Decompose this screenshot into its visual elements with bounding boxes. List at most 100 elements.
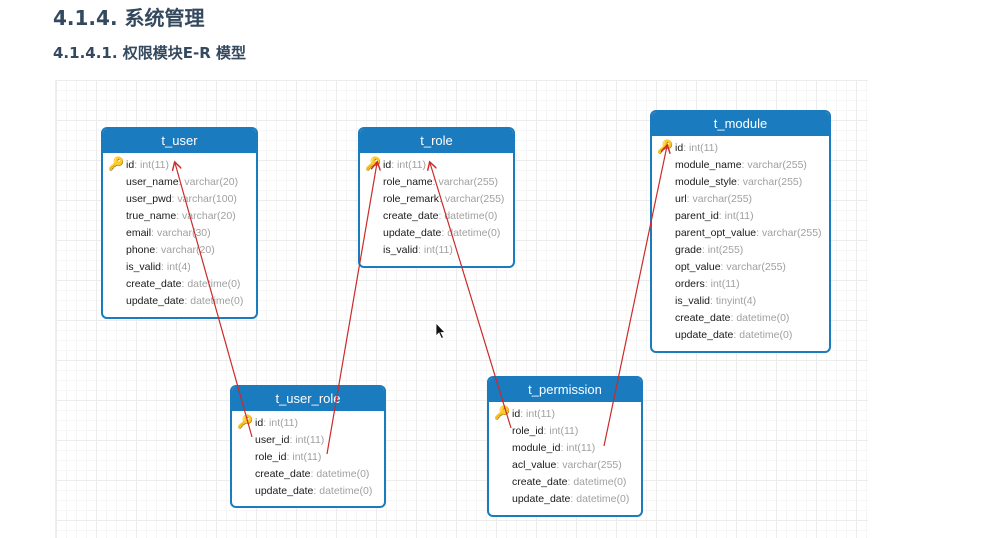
primary-key-icon: 🔑 <box>365 156 382 171</box>
entity-title: t_user <box>103 129 256 153</box>
primary-key-icon: 🔑 <box>237 414 254 429</box>
entity-field-role-name: role_name: varchar(255) <box>383 176 498 188</box>
field-name: true_name <box>126 210 177 222</box>
entity-field-user-id: user_id: int(11) <box>255 434 325 446</box>
field-name: create_date <box>126 278 182 290</box>
field-name: module_style <box>675 176 737 188</box>
field-type: varchar(255) <box>726 261 786 273</box>
field-type: int(11) <box>549 425 579 437</box>
field-name: is_valid <box>675 295 711 307</box>
field-type: varchar(255) <box>438 176 498 188</box>
field-name: update_date <box>383 227 442 239</box>
entity-field-is-valid: is_valid: tinyint(4) <box>675 295 757 307</box>
entity-title: t_user_role <box>232 387 384 411</box>
field-name: role_remark <box>383 193 440 205</box>
entity-field-role-id: role_id: int(11) <box>255 451 322 463</box>
entity-field-true-name: true_name: varchar(20) <box>126 210 236 222</box>
field-type: datetime(0) <box>444 210 498 222</box>
field-type: varchar(20) <box>161 244 215 256</box>
entity-field-role-remark: role_remark: varchar(255) <box>383 193 505 205</box>
entity-field-create-date: create_date: datetime(0) <box>512 476 627 488</box>
field-type: datetime(0) <box>736 312 790 324</box>
field-name: update_date <box>255 485 314 497</box>
section-heading: 4.1.4. 系统管理 <box>53 6 205 30</box>
field-type: int(11) <box>689 142 719 154</box>
entity-fields: 🔑id: int(11)role_id: int(11)module_id: i… <box>489 402 641 508</box>
field-type: varchar(20) <box>184 176 239 188</box>
entity-title: t_module <box>652 112 829 136</box>
entity-title: t_role <box>360 129 513 153</box>
field-name: parent_id <box>675 210 719 222</box>
field-name: create_date <box>383 210 439 222</box>
field-type: int(11) <box>295 434 325 446</box>
field-type: varchar(20) <box>182 210 236 222</box>
entity-field-is-valid: is_valid: int(11) <box>383 244 453 256</box>
entity-field-create-date: create_date: datetime(0) <box>383 210 498 222</box>
entity-field-update-date: update_date: datetime(0) <box>255 485 373 497</box>
field-type: int(11) <box>710 278 740 290</box>
field-name: role_id <box>512 425 544 437</box>
field-type: int(4) <box>166 261 191 273</box>
entity-field-module-id: module_id: int(11) <box>512 442 596 454</box>
entity-field-id: 🔑id: int(11) <box>108 156 170 172</box>
field-name: module_id <box>512 442 561 454</box>
entity-field-create-date: create_date: datetime(0) <box>126 278 241 290</box>
field-name: acl_value <box>512 459 557 471</box>
entity-field-id: 🔑id: int(11) <box>365 156 427 172</box>
field-type: tinyint(4) <box>715 295 757 307</box>
entity-field-is-valid: is_valid: int(4) <box>126 261 191 273</box>
entity-t-user-role: t_user_role 🔑id: int(11) user_id: int(11)… <box>230 385 386 508</box>
field-type: int(11) <box>526 408 556 420</box>
primary-key-icon: 🔑 <box>657 139 674 154</box>
field-type: varchar(255) <box>444 193 505 205</box>
entity-field-create-date: create_date: datetime(0) <box>255 468 370 480</box>
field-type: datetime(0) <box>739 329 793 341</box>
entity-field-module-style: module_style: varchar(255) <box>675 176 803 188</box>
field-name: is_valid <box>383 244 419 256</box>
entity-field-grade: grade: int(255) <box>675 244 744 256</box>
field-name: create_date <box>512 476 568 488</box>
field-name: orders <box>675 278 705 290</box>
field-type: datetime(0) <box>316 468 370 480</box>
field-name: phone <box>126 244 156 256</box>
entity-field-email: email: varchar(30) <box>126 227 211 239</box>
field-type: int(11) <box>566 442 596 454</box>
field-type: varchar(255) <box>747 159 807 171</box>
entity-title: t_permission <box>489 378 641 402</box>
entity-field-id: 🔑id: int(11) <box>237 414 299 430</box>
entity-t-module: t_module 🔑id: int(11) module_name: varcha… <box>650 110 831 353</box>
entity-field-update-date: update_date: datetime(0) <box>126 295 244 307</box>
field-name: update_date <box>512 493 571 505</box>
entity-field-create-date: create_date: datetime(0) <box>675 312 790 324</box>
field-type: varchar(255) <box>562 459 622 471</box>
field-name: opt_value <box>675 261 721 273</box>
field-name: id <box>383 159 392 171</box>
entity-field-user-name: user_name: varchar(20) <box>126 176 239 188</box>
entity-fields: 🔑id: int(11) user_id: int(11) role_id: int… <box>232 411 384 500</box>
field-name: parent_opt_value <box>675 227 757 239</box>
entity-field-opt-value: opt_value: varchar(255) <box>675 261 786 273</box>
field-type: int(11) <box>140 159 170 171</box>
entity-fields: 🔑id: int(11) role_name: varchar(255) role_… <box>360 153 513 259</box>
entity-fields: 🔑id: int(11) module_name: varchar(255) mod… <box>652 136 829 344</box>
entity-field-id: 🔑id: int(11) <box>657 139 719 155</box>
field-type: int(11) <box>269 417 299 429</box>
field-type: datetime(0) <box>573 476 627 488</box>
mouse-cursor-icon <box>435 322 446 340</box>
entity-field-update-date: update_date: datetime(0) <box>383 227 501 239</box>
entity-field-user-pwd: user_pwd: varchar(100) <box>126 193 237 205</box>
entity-field-role-id: role_id: int(11) <box>512 425 579 437</box>
field-name: id <box>255 417 264 429</box>
field-type: varchar(255) <box>762 227 822 239</box>
entity-field-module-name: module_name: varchar(255) <box>675 159 807 171</box>
field-name: id <box>675 142 684 154</box>
field-type: int(11) <box>724 210 754 222</box>
field-type: datetime(0) <box>447 227 501 239</box>
primary-key-icon: 🔑 <box>494 405 511 420</box>
field-type: varchar(30) <box>156 227 211 239</box>
field-name: role_id <box>255 451 287 463</box>
field-name: create_date <box>255 468 311 480</box>
field-name: id <box>512 408 521 420</box>
entity-field-phone: phone: varchar(20) <box>126 244 215 256</box>
field-name: email <box>126 227 152 239</box>
